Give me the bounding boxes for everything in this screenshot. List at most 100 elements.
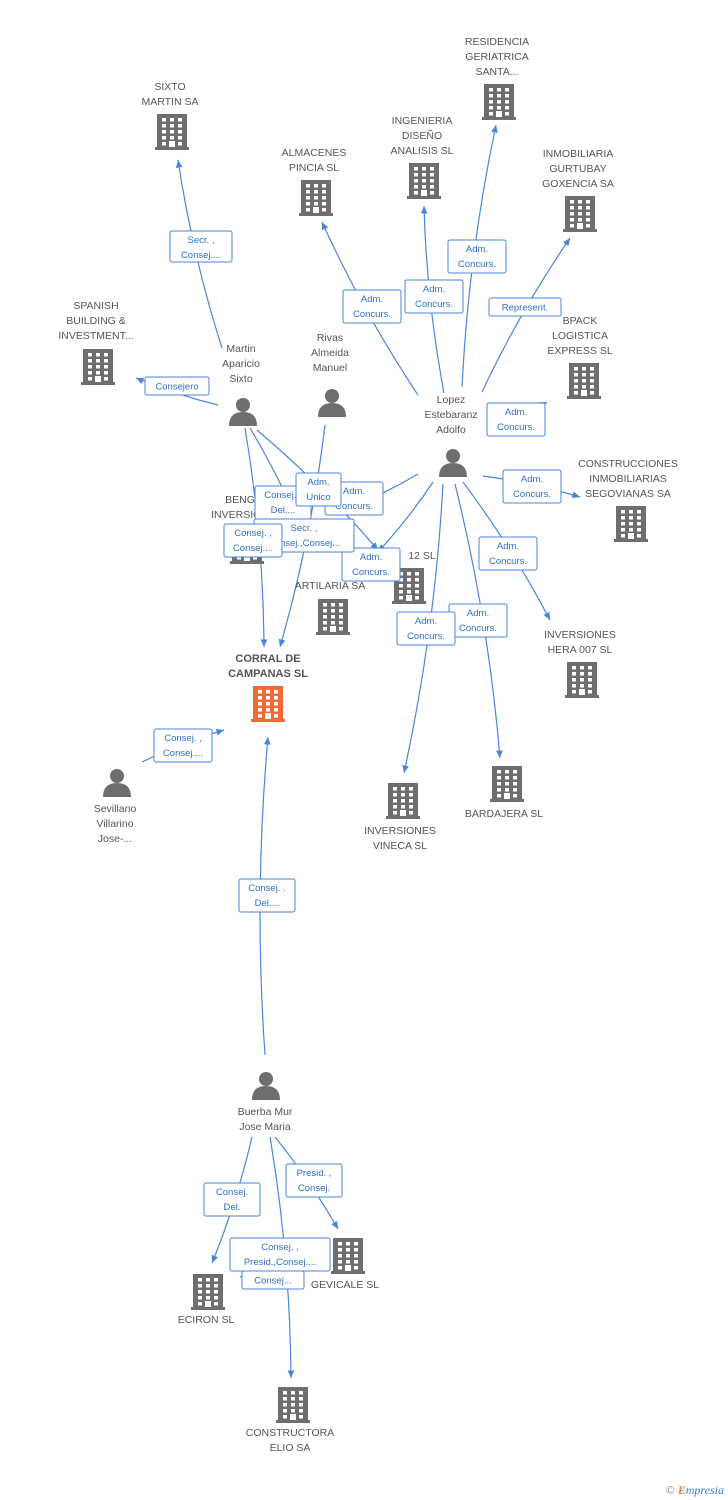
node-label: CORRAL DE: [235, 653, 300, 665]
relation-label[interactable]: Represent.: [488, 297, 562, 317]
node-label: 12 SL: [408, 550, 436, 562]
company-node-bpack[interactable]: BPACK LOGISTICA EXPRESS SL: [547, 315, 613, 399]
relation-label-text: Adm.: [466, 244, 488, 255]
node-label: SANTA...: [476, 66, 519, 78]
relation-label[interactable]: Consej. .Del....: [238, 878, 296, 913]
relation-label-text: Adm.: [343, 486, 365, 497]
relation-label-text: Consej. .: [248, 883, 286, 894]
building-icon: [614, 506, 648, 542]
relation-label[interactable]: Consej. ,Presid.,Consej....: [229, 1237, 331, 1272]
company-node-vineca[interactable]: INVERSIONES VINECA SL: [364, 783, 436, 852]
node-label: INMOBILIARIAS: [589, 473, 667, 485]
relation-label[interactable]: Adm.Concurs.: [448, 603, 508, 638]
building-icon: [316, 599, 350, 635]
relation-label-text: Adm.: [497, 541, 519, 552]
relation-label-text: Concurs.: [353, 309, 391, 320]
relation-label[interactable]: Consej. ,Consej....: [223, 523, 283, 558]
relation-label-text: Consej.,Consej...: [268, 538, 340, 549]
node-label: Jose-...: [98, 833, 132, 845]
building-icon: [482, 84, 516, 120]
node-label: ARTILARIA SA: [295, 580, 365, 592]
relation-label-text: Adm.: [423, 284, 445, 295]
node-label: ALMACENES: [282, 147, 347, 159]
person-icon: [439, 449, 467, 477]
building-icon: [563, 196, 597, 232]
footer-brand: © Empresia: [666, 1483, 724, 1498]
company-node-almacenes[interactable]: ALMACENES PINCIA SL: [282, 147, 347, 216]
node-label: INVERSIONES: [544, 629, 616, 641]
company-node-ecir[interactable]: ECIRON SL: [178, 1274, 235, 1326]
relation-label[interactable]: Adm.Concurs.: [486, 402, 546, 437]
relation-label-text: Concurs.: [352, 567, 390, 578]
company-node-sixto[interactable]: SIXTO MARTIN SA: [142, 81, 199, 150]
node-label: Rivas: [317, 332, 343, 344]
person-node-sevillano[interactable]: SevillanoVillarinoJose-...: [94, 769, 137, 845]
node-label: INMOBILIARIA: [543, 148, 614, 160]
node-label: Adolfo: [436, 424, 466, 436]
relation-label[interactable]: Adm.Concurs.: [502, 469, 562, 504]
relation-label[interactable]: Adm.Concurs.: [341, 547, 401, 582]
relation-label[interactable]: Adm. Concurs.: [404, 279, 464, 314]
relation-label-text: Concurs.: [513, 489, 551, 500]
node-label: ANALISIS SL: [390, 145, 453, 157]
relation-label-text: Concurs.: [415, 299, 453, 310]
relation-label[interactable]: Adm.Concurs.: [447, 239, 507, 274]
relation-label[interactable]: Consejero: [144, 376, 210, 396]
relation-label[interactable]: Consej. ,Consej....: [153, 728, 213, 763]
node-label: MARTIN SA: [142, 96, 199, 108]
node-label: SEGOVIANAS SA: [585, 488, 671, 500]
building-icon: [155, 114, 189, 150]
node-label: LOGISTICA: [552, 330, 608, 342]
company-node-residencia[interactable]: RESIDENCIAGERIATRICASANTA...: [465, 36, 529, 120]
relation-label-text: Presid.,Consej....: [244, 1257, 316, 1268]
node-label: EXPRESS SL: [547, 345, 613, 357]
relation-label-text: Represent.: [502, 303, 548, 314]
node-label: GERIATRICA: [465, 51, 528, 63]
relation-label-text: Concurs.: [335, 501, 373, 512]
relation-label[interactable]: Secr. ,Consej....: [169, 230, 233, 263]
node-label: INVERSIONES: [364, 825, 436, 837]
relation-label-text: Secr. ,: [291, 523, 318, 534]
building-icon: [81, 349, 115, 385]
company-node-artilaria[interactable]: ARTILARIA SA: [295, 580, 365, 635]
relation-label-text: Consej....: [163, 748, 203, 759]
relation-label-text: Adm.: [467, 608, 489, 619]
relation-label[interactable]: Consej...: [241, 1270, 305, 1290]
node-label: BPACK: [563, 315, 598, 327]
relation-label[interactable]: Adm.Unico: [295, 472, 342, 507]
node-label: BARDAJERA SL: [465, 808, 543, 820]
company-node-gevicale[interactable]: GEVICALE SL: [311, 1238, 379, 1291]
node-label: DISEÑO: [402, 129, 442, 142]
relation-label-text: Concurs.: [497, 422, 535, 433]
building-icon: [276, 1387, 310, 1423]
relation-label[interactable]: Adm.Concurs.: [342, 289, 402, 324]
building-icon: [386, 783, 420, 819]
node-label: GURTUBAY: [549, 163, 606, 175]
relation-label[interactable]: Presid. ,Consej.: [285, 1163, 343, 1198]
company-node-bardajera[interactable]: BARDAJERA SL: [465, 766, 543, 820]
node-label: INVESTMENT...: [58, 330, 133, 342]
relation-label-text: Adm.: [415, 616, 437, 627]
relation-label[interactable]: Consej.Del.: [203, 1182, 261, 1217]
copyright-symbol: ©: [665, 1483, 675, 1497]
node-label: SIXTO: [154, 81, 185, 93]
empresia-logo[interactable]: Empresia: [677, 1483, 724, 1497]
node-label: Buerba Mur: [238, 1106, 293, 1118]
relation-label[interactable]: Adm.Concurs.: [478, 536, 538, 571]
node-label: VINECA SL: [373, 840, 427, 852]
relation-label[interactable]: Adm.Concurs.: [396, 611, 456, 646]
node-label: PINCIA SL: [289, 162, 339, 174]
relation-label-text: Consej...: [254, 1276, 292, 1287]
